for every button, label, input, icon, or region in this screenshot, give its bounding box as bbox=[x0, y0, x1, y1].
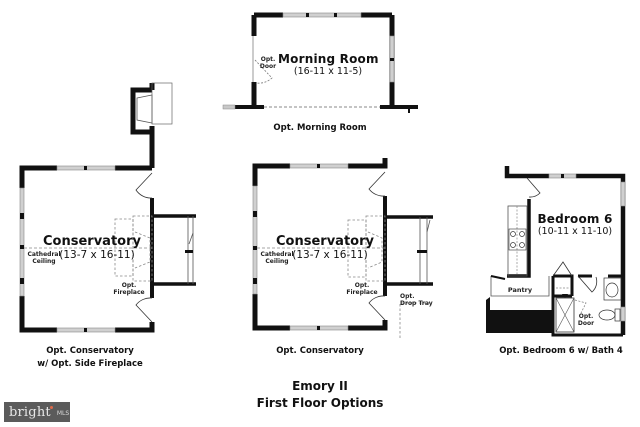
conservatory-fireplace-caption: Opt. Conservatory w/ Opt. Side Fireplace bbox=[37, 346, 143, 369]
conservatory-dimensions: (13-7 x 16-11) bbox=[292, 249, 368, 261]
bedroom6-dimensions: (10-11 x 11-10) bbox=[537, 226, 613, 237]
conservatory-drop-tray-note: Opt. Drop Tray bbox=[400, 293, 433, 307]
document-title: Emory II First Floor Options bbox=[256, 379, 384, 410]
conservatory-ceiling-note: Cathedral Ceiling bbox=[260, 251, 294, 265]
morning-room-door-note: Opt. Door bbox=[259, 56, 277, 70]
conservatory-fireplace-note: Opt. Fireplace bbox=[346, 282, 378, 296]
morning-room-dimensions: (16-11 x 11-5) bbox=[293, 66, 363, 77]
conservatory-room-name: Conservatory bbox=[276, 234, 374, 249]
conservatory-fireplace-plan bbox=[19, 82, 196, 333]
bright-mls-watermark: bright MLS bbox=[4, 402, 70, 422]
conservatory-fireplace-ceiling-note: Cathedral Ceiling bbox=[27, 251, 61, 265]
bedroom6-plan bbox=[486, 166, 626, 337]
conservatory-plan bbox=[252, 158, 433, 338]
bedroom6-caption: Opt. Bedroom 6 w/ Bath 4 bbox=[499, 346, 623, 356]
morning-room-name: Morning Room bbox=[278, 52, 379, 66]
bedroom6-room-name: Bedroom 6 bbox=[537, 212, 613, 226]
watermark-suffix: MLS bbox=[56, 410, 70, 417]
conservatory-fireplace-room-name: Conservatory bbox=[43, 234, 141, 249]
bedroom6-door-note: Opt. Door bbox=[577, 313, 595, 327]
morning-room-plan bbox=[222, 12, 418, 113]
conservatory-caption: Opt. Conservatory bbox=[276, 346, 364, 356]
watermark-brand: bright bbox=[9, 404, 51, 420]
conservatory-fireplace-fireplace-note: Opt. Fireplace bbox=[113, 282, 145, 296]
pantry-label: Pantry bbox=[507, 286, 533, 294]
watermark-dot-icon bbox=[49, 405, 53, 409]
conservatory-fireplace-dimensions: (13-7 x 16-11) bbox=[59, 249, 135, 261]
morning-room-caption: Opt. Morning Room bbox=[273, 123, 367, 133]
